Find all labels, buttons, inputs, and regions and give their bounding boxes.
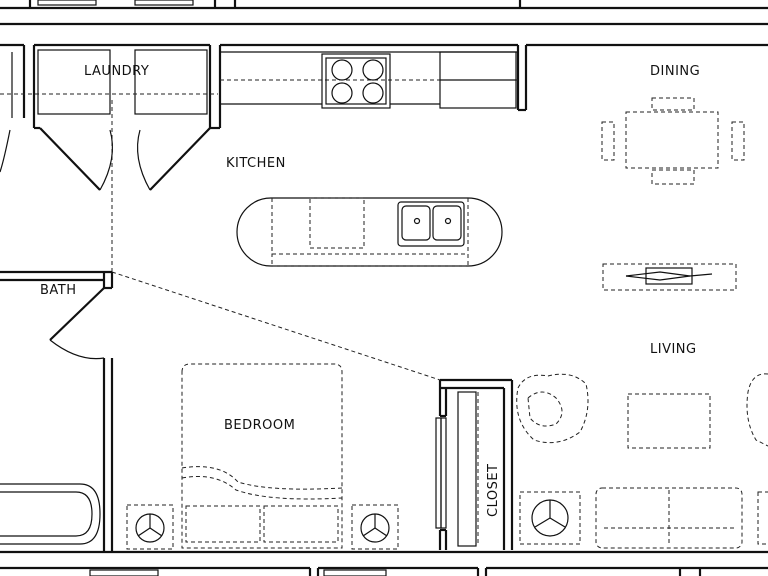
bottom-walls — [0, 550, 768, 576]
range-stove — [321, 53, 391, 109]
closet: CLOSET — [435, 378, 514, 550]
washer — [37, 49, 111, 115]
pillow — [263, 505, 339, 543]
burner — [362, 82, 384, 104]
bed — [181, 363, 343, 549]
media-console — [602, 263, 737, 291]
island-seating — [271, 253, 469, 267]
closet-label: CLOSET — [486, 464, 501, 518]
bath-label: BATH — [40, 283, 77, 298]
bedroom-furniture — [126, 363, 399, 550]
laundry-label: LAUNDRY — [84, 64, 149, 79]
dining-label: DINING — [650, 64, 700, 79]
dining-chair — [651, 97, 695, 111]
dryer — [134, 49, 208, 115]
laundry-room: LAUNDRY — [0, 49, 218, 272]
top-strip — [0, 0, 768, 26]
kitchen-counter — [220, 51, 518, 109]
kitchen-label: KITCHEN — [226, 156, 286, 171]
living-label: LIVING — [650, 342, 697, 357]
upper-walls — [0, 43, 768, 130]
dining-table — [625, 111, 719, 169]
nightstand — [351, 504, 399, 550]
dining-table-set — [601, 97, 745, 185]
armchair — [516, 373, 589, 444]
coffee-table — [627, 393, 711, 449]
circulation-line — [111, 271, 441, 381]
bath-door — [49, 287, 105, 341]
closet-door — [440, 417, 447, 529]
dining-chair — [601, 121, 615, 161]
side-table — [519, 491, 581, 545]
television — [645, 267, 693, 285]
bathtub — [0, 483, 101, 545]
kitchen-island — [236, 197, 503, 267]
closet-door — [435, 417, 442, 529]
dining-chair — [731, 121, 745, 161]
burner — [331, 82, 353, 104]
sofa — [595, 487, 743, 549]
dining-chair — [651, 169, 695, 185]
pillow — [185, 505, 261, 543]
kitchen-sink — [397, 201, 465, 247]
bath-room: BATH — [0, 270, 114, 552]
closet-shelf — [457, 391, 477, 547]
burner — [331, 59, 353, 81]
living-furniture — [516, 373, 768, 549]
nightstand — [126, 504, 174, 550]
laundry-doors — [0, 127, 211, 191]
burner — [362, 59, 384, 81]
cooktop-outline — [309, 197, 365, 249]
bedroom-label: BEDROOM — [224, 418, 295, 433]
